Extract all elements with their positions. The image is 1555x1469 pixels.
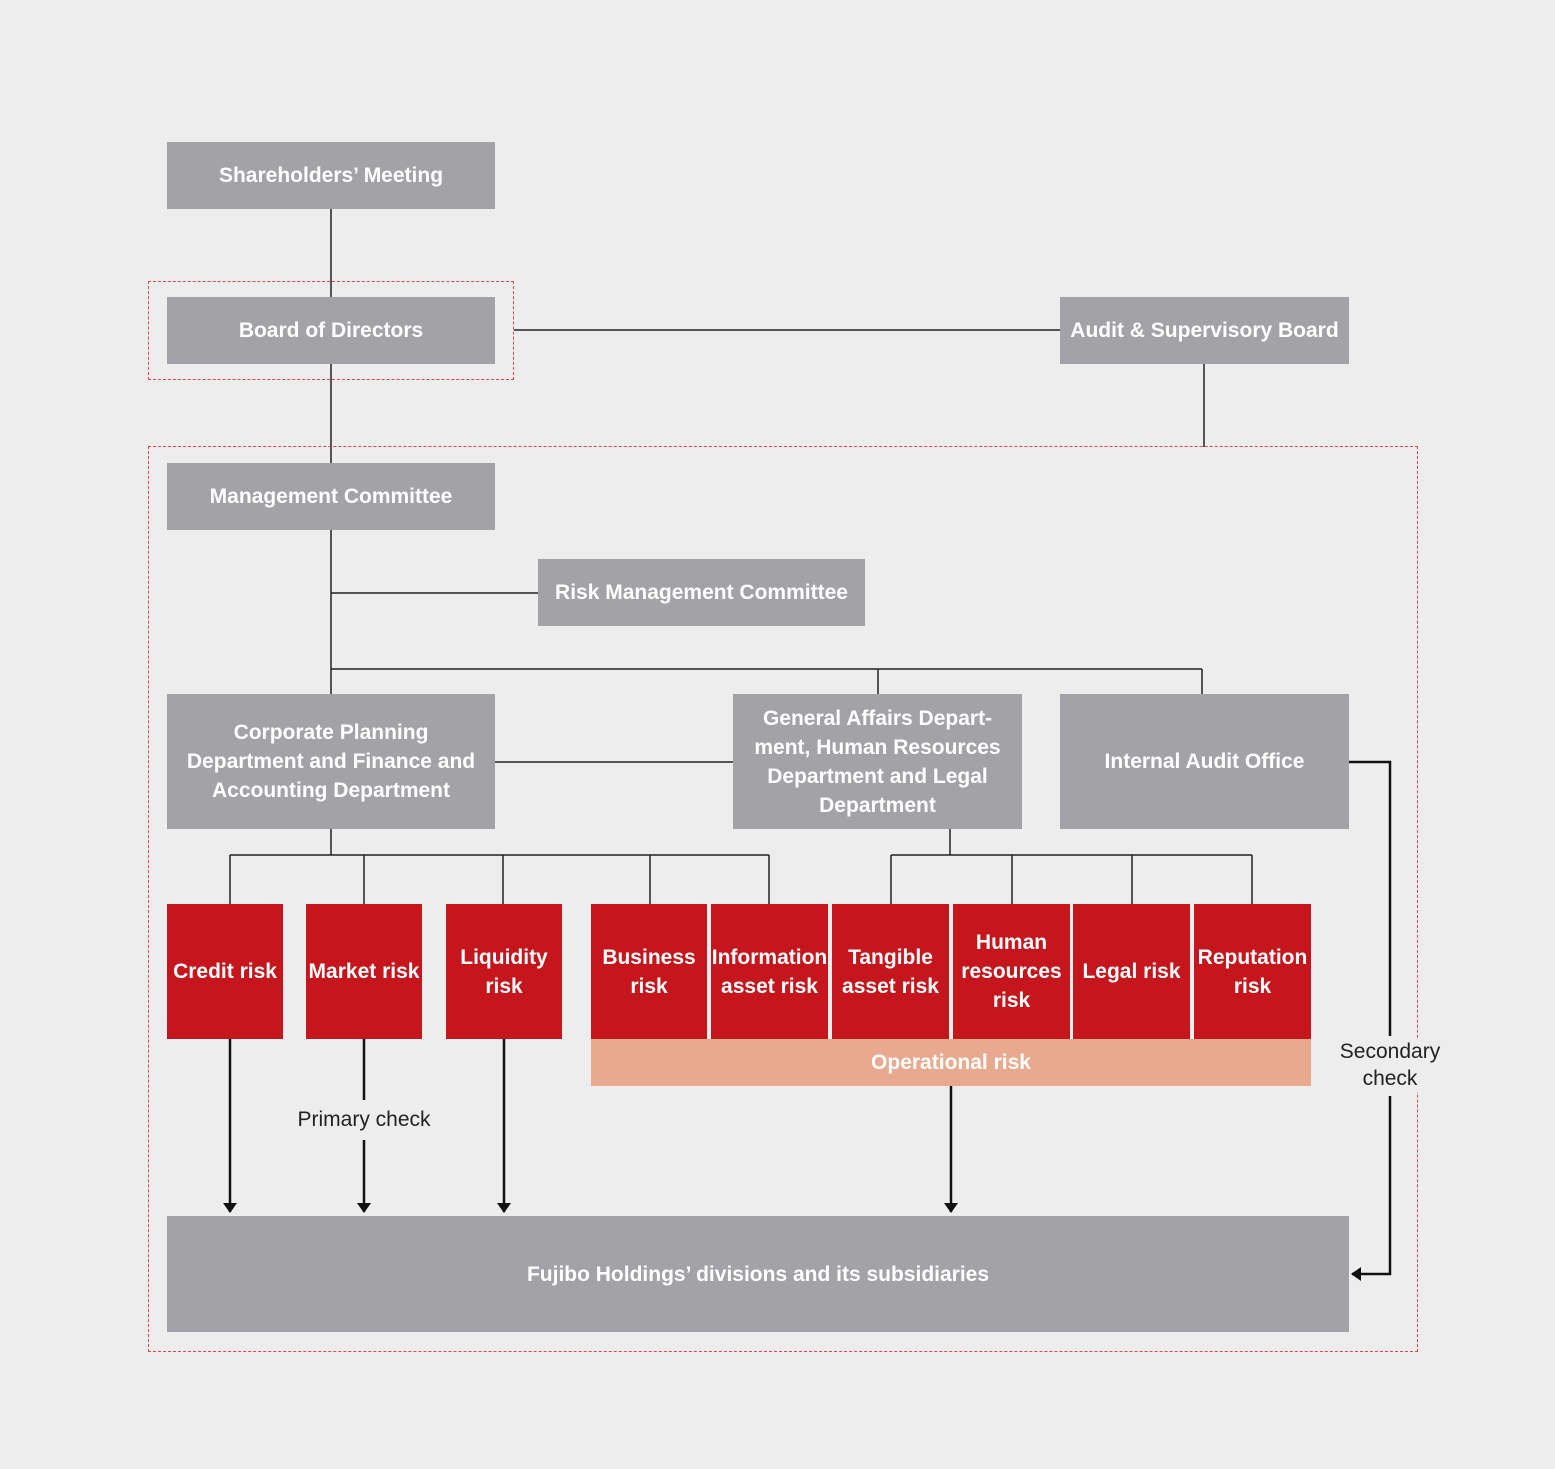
arrow-secondary-check <box>1351 1096 1392 1281</box>
management-committee-node: Management Committee <box>167 463 495 530</box>
fujibo-subsidiaries-node: Fujibo Holdings’ divisions and its subsi… <box>167 1216 1349 1332</box>
shareholders-meeting-node: Shareholders’ Meeting <box>167 142 495 209</box>
information-asset-risk-box: Information asset risk <box>711 904 828 1039</box>
primary-check-label: Primary check <box>284 1106 444 1133</box>
audit-supervisory-board-node: Audit & Supervisory Board <box>1060 297 1349 364</box>
corporate-planning-node: Corporate Planning Department and Financ… <box>167 694 495 829</box>
business-risk-box: Business risk <box>591 904 707 1039</box>
reputation-risk-box: Reputation risk <box>1194 904 1311 1039</box>
secondary-check-path-upper <box>1349 760 1392 1036</box>
liquidity-risk-box: Liquidity risk <box>446 904 562 1039</box>
operational-risk-band: Operational risk <box>591 1039 1311 1086</box>
secondary-check-label: Secondary check <box>1337 1038 1443 1092</box>
board-dashed-frame <box>148 281 514 380</box>
internal-audit-office-node: Internal Audit Office <box>1060 694 1349 829</box>
human-resources-risk-box: Human resources risk <box>953 904 1070 1039</box>
board-of-directors-node: Board of Directors <box>167 297 495 364</box>
execution-dashed-frame <box>148 446 1418 1352</box>
credit-risk-box: Credit risk <box>167 904 283 1039</box>
legal-risk-box: Legal risk <box>1073 904 1190 1039</box>
tangible-asset-risk-box: Tangible asset risk <box>832 904 949 1039</box>
risk-management-committee-node: Risk Management Committee <box>538 559 865 626</box>
market-risk-box: Market risk <box>306 904 422 1039</box>
general-affairs-node: General Affairs Depart-ment, Human Resou… <box>733 694 1022 829</box>
